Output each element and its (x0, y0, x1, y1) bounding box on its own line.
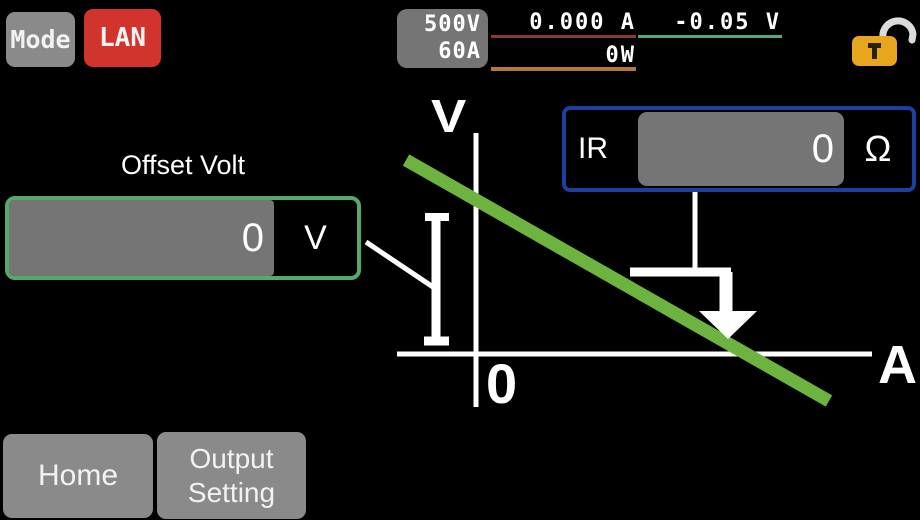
ir-value-field[interactable]: 0 (638, 112, 844, 186)
rating-current: 60A (438, 38, 481, 64)
voltage-underline (638, 35, 782, 38)
offset-pointer-line (364, 239, 435, 290)
current-readout: 0.000 A (529, 10, 636, 35)
x-axis-label-a: A (878, 335, 917, 395)
power-underline (491, 67, 636, 71)
ir-unit-ohm: Ω (864, 128, 892, 169)
offset-volt-value-field[interactable]: 0 (9, 200, 274, 276)
offset-volt-inputbox: 0 V (5, 196, 361, 280)
ir-label: IR (578, 132, 608, 165)
output-setting-line1: Output (189, 442, 274, 474)
keyhole-top (868, 43, 881, 48)
home-button[interactable]: Home (3, 434, 153, 518)
unlock-icon[interactable] (850, 4, 918, 68)
padlock-shackle (879, 17, 917, 44)
ir-inputbox: IR 0 Ω (562, 106, 916, 192)
rating-voltage: 500V (424, 12, 481, 38)
current-underline (491, 35, 636, 38)
origin-zero-label: 0 (486, 352, 518, 415)
range-rating-badge: 500V 60A (397, 9, 488, 68)
mode-button[interactable]: Mode (6, 12, 75, 67)
output-setting-line2: Setting (187, 476, 276, 508)
down-arrow-head (699, 311, 757, 339)
keyhole-stem (872, 46, 877, 59)
power-readout: 0W (605, 43, 636, 68)
output-setting-button[interactable]: Output Setting (157, 432, 306, 519)
offset-volt-unit: V (304, 218, 327, 257)
y-axis-label-v: V (431, 90, 467, 142)
offset-volt-label: Offset Volt (120, 150, 246, 180)
green-slope-line (402, 154, 833, 407)
lan-button[interactable]: LAN (84, 9, 161, 67)
voltage-readout: -0.05 V (674, 10, 781, 35)
